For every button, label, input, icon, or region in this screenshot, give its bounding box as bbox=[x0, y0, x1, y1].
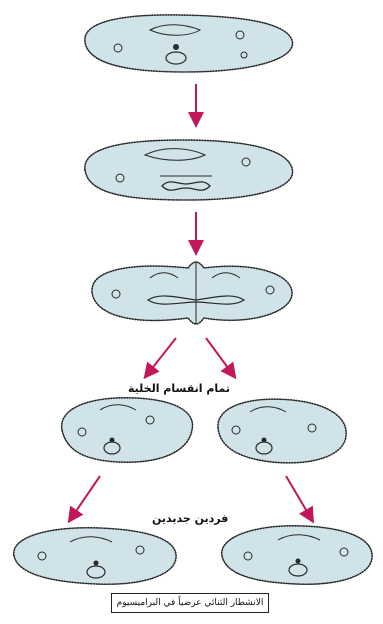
caption-text: الانشطار الثنائي عرضياً في البراميسيوم bbox=[117, 598, 264, 608]
paramecium-stage-2 bbox=[85, 140, 293, 200]
arrow-4-right bbox=[286, 476, 312, 520]
paramecium-daughter-right bbox=[218, 399, 346, 463]
paramecium-daughter-left bbox=[62, 398, 193, 462]
arrow-3-left bbox=[146, 338, 176, 376]
caption-box: الانشطار الثنائي عرضياً في البراميسيوم bbox=[111, 593, 269, 613]
daughter-cells-label: فردين جديدين bbox=[152, 512, 228, 525]
arrow-4-left bbox=[70, 476, 100, 520]
division-complete-label: تمام انقسام الخلية bbox=[128, 382, 230, 395]
arrow-3-right bbox=[206, 338, 234, 376]
paramecium-new-right bbox=[222, 526, 372, 584]
paramecium-stage-3 bbox=[92, 262, 292, 324]
micronucleus bbox=[173, 44, 179, 50]
paramecium-stage-1 bbox=[85, 15, 293, 72]
paramecium-new-left bbox=[14, 528, 176, 585]
